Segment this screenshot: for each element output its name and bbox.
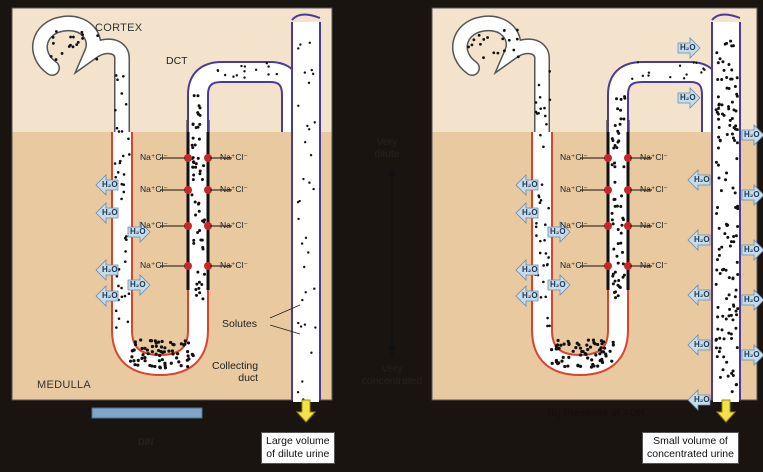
nacl-label: Na⁺Cl⁻: [220, 152, 248, 163]
right-output-box: Small volume of concentrated urine: [642, 432, 739, 464]
h2o-label: H₂O: [522, 291, 538, 300]
dct-label: DCT: [166, 55, 188, 67]
h2o-label: H₂O: [694, 235, 710, 244]
nacl-label: Na⁺Cl⁻: [560, 260, 588, 271]
right-pump-left-0: [604, 154, 612, 162]
left-collecting-duct: [293, 22, 319, 402]
collecting-duct-label: Collecting duct: [212, 360, 258, 384]
right-caption: (b) Presence of ADH: [548, 408, 644, 419]
left-pump-left-1: [184, 186, 192, 194]
h2o-label: H₂O: [694, 395, 710, 404]
right-pump-left-3: [604, 262, 612, 270]
h2o-label: H₂O: [680, 43, 696, 52]
nacl-label: Na⁺Cl⁻: [220, 220, 248, 231]
gradient-top-label: Very dilute: [369, 136, 405, 160]
left-output-box: Large volume of dilute urine: [261, 432, 335, 464]
h2o-label: H₂O: [744, 130, 760, 139]
gradient-arrow-down: [388, 346, 396, 356]
h2o-label: H₂O: [130, 280, 146, 289]
din-label: DIN: [138, 437, 154, 447]
h2o-label: H₂O: [102, 208, 118, 217]
h2o-label: H₂O: [522, 208, 538, 217]
left-pump-left-2: [184, 222, 192, 230]
right-pump-left-1: [604, 186, 612, 194]
h2o-label: H₂O: [102, 265, 118, 274]
h2o-label: H₂O: [744, 190, 760, 199]
h2o-label: H₂O: [744, 350, 760, 359]
h2o-label: H₂O: [102, 180, 118, 189]
cortex-label: CORTEX: [95, 22, 142, 34]
h2o-label: H₂O: [522, 180, 538, 189]
left-pump-left-3: [184, 262, 192, 270]
nacl-label: Na⁺Cl⁻: [220, 260, 248, 271]
h2o-label: H₂O: [102, 291, 118, 300]
h2o-label: H₂O: [550, 280, 566, 289]
h2o-label: H₂O: [694, 175, 710, 184]
nacl-label: Na⁺Cl⁻: [140, 260, 168, 271]
gradient-arrow-up: [388, 166, 396, 176]
nacl-label: Na⁺Cl⁻: [220, 184, 248, 195]
nacl-label: Na⁺Cl⁻: [640, 260, 668, 271]
nacl-label: Na⁺Cl⁻: [560, 152, 588, 163]
h2o-label: H₂O: [522, 265, 538, 274]
right-urine-arrow: [717, 400, 735, 422]
nacl-label: Na⁺Cl⁻: [640, 152, 668, 163]
nacl-label: Na⁺Cl⁻: [640, 184, 668, 195]
left-pump-left-0: [184, 154, 192, 162]
nacl-label: Na⁺Cl⁻: [560, 184, 588, 195]
right-pump-left-2: [604, 222, 612, 230]
h2o-label: H₂O: [130, 227, 146, 236]
medulla-label: MEDULLA: [37, 379, 91, 391]
h2o-label: H₂O: [680, 93, 696, 102]
h2o-label: H₂O: [694, 340, 710, 349]
h2o-label: H₂O: [744, 245, 760, 254]
left-urine-arrow: [297, 400, 315, 422]
h2o-label: H₂O: [744, 295, 760, 304]
h2o-label: H₂O: [550, 227, 566, 236]
din-bar: [92, 408, 202, 418]
gradient-bottom-label: Very concentrated: [356, 363, 428, 387]
nacl-label: Na⁺Cl⁻: [640, 220, 668, 231]
nacl-label: Na⁺Cl⁻: [140, 184, 168, 195]
solutes-label: Solutes: [222, 318, 257, 330]
h2o-label: H₂O: [694, 290, 710, 299]
nacl-label: Na⁺Cl⁻: [140, 152, 168, 163]
